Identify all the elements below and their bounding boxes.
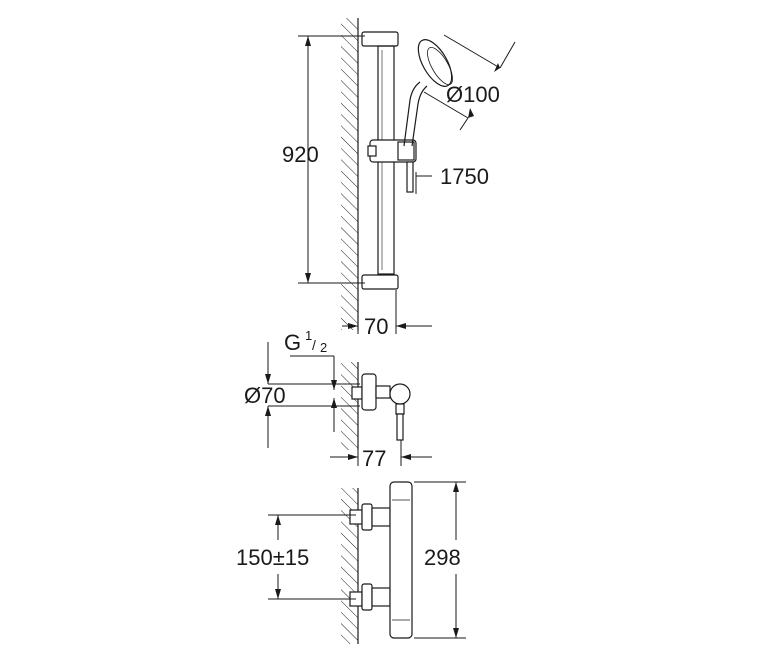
shower-rail-view [298, 18, 516, 334]
lower-inlet [371, 587, 391, 607]
dim-thermostat-length [414, 481, 466, 639]
label-escutcheon: Ø70 [244, 383, 286, 408]
bottom-bracket [361, 274, 399, 290]
wall-hatch [341, 18, 358, 330]
thermostat-body [389, 481, 413, 639]
label-thermostat-length: 298 [424, 545, 461, 570]
label-bar-height: 920 [282, 142, 319, 167]
top-bracket [361, 31, 399, 47]
label-bar-projection: 70 [364, 314, 388, 339]
dim-escutcheon [265, 342, 360, 448]
dim-bar-projection [342, 290, 432, 334]
valve-handle [389, 383, 411, 405]
label-inlet-spacing: 150±15 [236, 545, 309, 570]
label-hose-length: 1750 [440, 164, 489, 189]
valve-view [265, 342, 432, 466]
label-thread-g: G [284, 330, 301, 355]
valve-escutcheon [361, 373, 377, 411]
dim-valve-projection [330, 440, 432, 466]
thermostat-view [268, 481, 466, 644]
dim-hose-length [415, 172, 432, 194]
dim-thread [290, 355, 337, 432]
shower-head [417, 39, 453, 87]
label-head-diameter: Ø100 [446, 82, 500, 107]
valve-outlet [396, 413, 404, 441]
label-thread-slash: / [312, 337, 316, 353]
label-thread-num: 1 [305, 328, 312, 343]
dim-bar-height [298, 35, 365, 284]
label-thread-den: 2 [320, 340, 327, 355]
upper-inlet [371, 507, 391, 527]
label-valve-projection: 77 [362, 446, 386, 471]
dim-inlet-spacing [268, 514, 356, 600]
shower-handle [403, 81, 421, 147]
hose-stub [406, 161, 414, 193]
dim-head-diameter [423, 34, 516, 131]
